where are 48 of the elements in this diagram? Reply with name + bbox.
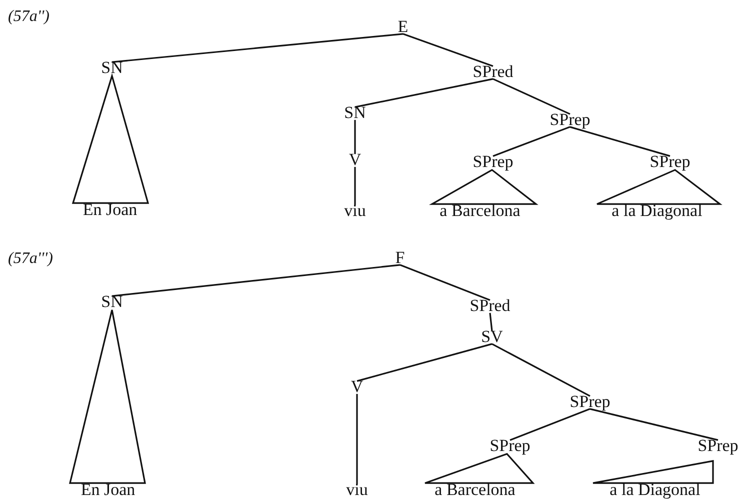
tree-branch bbox=[492, 78, 570, 115]
tree-node-label: F bbox=[395, 249, 405, 267]
tree-node-label: SPrep bbox=[472, 153, 514, 171]
tree-node-label: viu bbox=[344, 202, 366, 220]
tree-branch bbox=[570, 126, 670, 157]
triangle-branch bbox=[68, 309, 146, 484]
tree-node-label: V bbox=[350, 378, 364, 396]
tree-branch bbox=[510, 408, 590, 441]
tree-node-label: SPred bbox=[472, 63, 514, 81]
tree-node-label: SPrep bbox=[698, 437, 738, 455]
tree-node-label: SPrep bbox=[650, 153, 690, 171]
tree-branch bbox=[354, 78, 494, 108]
example-number: (57a''') bbox=[8, 250, 53, 268]
tree-node-label: SN bbox=[101, 293, 123, 311]
tree-node-label: a la Diagonal bbox=[610, 481, 700, 499]
tree-node-label: SN bbox=[101, 59, 123, 77]
tree-node-label: viu bbox=[346, 481, 368, 499]
tree-branch bbox=[402, 33, 494, 67]
triangle-branch bbox=[72, 73, 150, 204]
tree-branch bbox=[112, 33, 404, 63]
example-number: (57a'') bbox=[8, 8, 50, 26]
tree-node-label: SPrep bbox=[550, 111, 590, 129]
tree-node-label: SV bbox=[481, 328, 503, 346]
tree-branch bbox=[112, 264, 400, 297]
tree-node-label: E bbox=[398, 18, 408, 36]
triangle-branch bbox=[596, 169, 722, 205]
tree-node-label: En Joan bbox=[82, 201, 138, 219]
tree-node-label: SN bbox=[344, 104, 366, 122]
triangle-branch bbox=[592, 460, 714, 484]
triangle-branch bbox=[428, 168, 538, 205]
tree-branch bbox=[354, 120, 356, 154]
tree-branch bbox=[400, 264, 490, 301]
tree-node-label: SPrep bbox=[570, 393, 610, 411]
tree-branch bbox=[354, 166, 356, 206]
tree-branch bbox=[356, 343, 492, 382]
tree-branch bbox=[492, 126, 570, 157]
tree-branch bbox=[489, 312, 493, 332]
tree-node-label: En Joan bbox=[80, 481, 136, 499]
tree-node-label: a Barcelona bbox=[434, 481, 516, 499]
tree-node-label: a Barcelona bbox=[440, 202, 520, 220]
tree-node-label: V bbox=[348, 151, 362, 169]
tree-branch bbox=[492, 343, 590, 397]
triangle-branch bbox=[424, 452, 535, 484]
tree-node-label: SPrep bbox=[490, 437, 530, 455]
tree-node-label: SPred bbox=[470, 297, 510, 315]
tree-branch bbox=[356, 394, 358, 484]
tree-node-label: a la Diagonal bbox=[612, 202, 702, 220]
tree-branch bbox=[590, 408, 718, 441]
